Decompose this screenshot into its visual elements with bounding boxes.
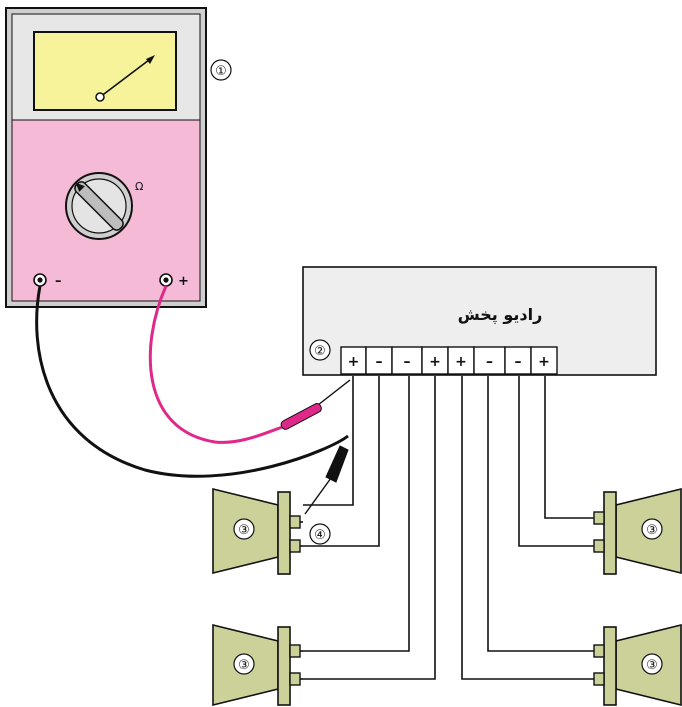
terminal-label: – xyxy=(376,354,383,370)
minus-jack-label: – xyxy=(55,274,62,289)
terminal-label: + xyxy=(429,354,441,370)
speaker-bottom-left: ③ xyxy=(212,623,303,707)
black-probe[interactable] xyxy=(304,445,349,515)
wire-t6 xyxy=(487,376,599,652)
multimeter: Ω – + xyxy=(5,7,207,308)
probe-callout: ④ xyxy=(309,523,331,545)
radio-unit: رادیو پخش ② +––++––+ xyxy=(302,266,657,376)
speaker-top-right: ③ xyxy=(593,487,682,575)
radio-callout-number: ② xyxy=(314,344,326,359)
wire-t2 xyxy=(303,376,380,547)
meter-callout-number: ① xyxy=(215,64,227,79)
wire-t7 xyxy=(518,376,599,547)
terminal-label: + xyxy=(538,354,550,370)
selector-knob[interactable] xyxy=(65,172,133,240)
wire-t4 xyxy=(303,376,436,680)
terminal-8[interactable]: + xyxy=(530,346,558,375)
terminal-5[interactable]: + xyxy=(447,346,475,375)
wire-t8 xyxy=(544,376,599,519)
wire-t3 xyxy=(303,376,410,652)
terminal-7[interactable]: – xyxy=(504,346,532,375)
terminal-label: – xyxy=(515,354,522,370)
red-probe[interactable] xyxy=(280,379,351,431)
ohm-symbol: Ω xyxy=(135,180,143,193)
terminal-3[interactable]: – xyxy=(391,346,423,375)
meter-needle xyxy=(95,55,155,102)
com-jack[interactable] xyxy=(33,273,47,287)
terminal-1[interactable]: + xyxy=(340,346,367,375)
meter-display xyxy=(33,31,177,111)
wire-t5 xyxy=(461,376,599,680)
radio-callout: ② xyxy=(309,339,331,361)
red-test-lead xyxy=(148,285,286,444)
terminal-2[interactable]: – xyxy=(365,346,393,375)
terminal-label: – xyxy=(404,354,411,370)
radio-title: رادیو پخش xyxy=(458,305,543,325)
terminal-label: + xyxy=(455,354,467,370)
speaker-bottom-right: ③ xyxy=(593,623,682,707)
terminal-label: – xyxy=(486,354,493,370)
terminal-4[interactable]: + xyxy=(421,346,449,375)
speaker-callout-number: ③ xyxy=(238,523,250,538)
wire-t1 xyxy=(303,376,354,506)
speaker-callout-number: ③ xyxy=(646,523,658,538)
meter-callout: ① xyxy=(210,59,232,81)
plus-jack-label: + xyxy=(178,274,189,289)
terminal-6[interactable]: – xyxy=(473,346,506,375)
terminal-label: + xyxy=(348,354,360,370)
speaker-callout-number: ③ xyxy=(238,658,250,673)
terminal-strip: +––++––+ xyxy=(340,346,558,375)
plus-jack[interactable] xyxy=(159,273,173,287)
speaker-callout-number: ③ xyxy=(646,658,658,673)
speaker-top-left: ③ xyxy=(212,487,303,575)
black-test-lead xyxy=(35,285,349,478)
probe-callout-number: ④ xyxy=(314,528,326,543)
speaker-wires xyxy=(303,376,599,680)
